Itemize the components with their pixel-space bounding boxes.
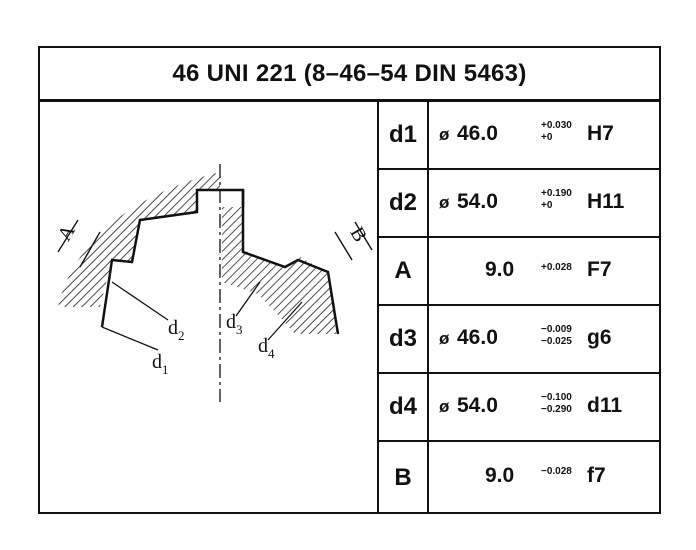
diameter-symbol: ø xyxy=(439,193,450,212)
fit-class: g6 xyxy=(587,326,612,349)
leader-d1 xyxy=(101,326,159,351)
table-row: A 9.0 +0.028 F7 xyxy=(379,238,661,306)
tolerance-upper: −0.028 xyxy=(541,466,572,477)
row-symbol: d4 xyxy=(379,374,429,440)
row-value: ø 54.0 −0.100 −0.290 d11 xyxy=(429,374,661,440)
table-row: d2 ø 54.0 +0.190 +0 H11 xyxy=(379,170,661,238)
hub-profile xyxy=(100,188,245,328)
nominal-size: 46.0 xyxy=(457,122,498,145)
tolerance-upper: +0.030 xyxy=(541,120,572,131)
spline-spec-sheet: 46 UNI 221 (8–46–54 DIN 5463) A xyxy=(38,46,661,514)
row-value: ø 46.0 +0.030 +0 H7 xyxy=(429,102,661,168)
fit-class: f7 xyxy=(587,464,606,487)
tolerance: −0.100 −0.290 xyxy=(541,392,572,416)
tolerance: +0.028 xyxy=(541,262,572,274)
tolerance-lower: −0.290 xyxy=(541,404,572,415)
tolerance: +0.030 +0 xyxy=(541,120,572,144)
nominal-size: 46.0 xyxy=(457,326,498,349)
row-value: 9.0 +0.028 F7 xyxy=(429,238,661,304)
diameter-symbol: ø xyxy=(439,329,450,348)
row-symbol: A xyxy=(379,238,429,304)
row-symbol: d2 xyxy=(379,170,429,236)
row-symbol: B xyxy=(379,442,429,514)
shaft-profile xyxy=(241,190,340,335)
nominal-size: 9.0 xyxy=(485,464,515,487)
row-value: 9.0 −0.028 f7 xyxy=(429,442,661,514)
leader-d3 xyxy=(235,281,261,317)
label-d4: d xyxy=(258,335,268,357)
tolerance-table: d1 ø 46.0 +0.030 +0 H7 d2 ø 54.0 +0.190 … xyxy=(379,102,661,514)
dim-a-line-2 xyxy=(79,231,101,268)
tolerance-lower: +0 xyxy=(541,200,553,211)
tolerance: −0.028 xyxy=(541,466,572,478)
tolerance-upper: +0.190 xyxy=(541,188,572,199)
label-d3-sub: 3 xyxy=(236,322,243,337)
label-d3: d xyxy=(226,311,236,333)
row-value: ø 54.0 +0.190 +0 H11 xyxy=(429,170,661,236)
fit-class: H11 xyxy=(587,190,625,213)
diameter-symbol: ø xyxy=(439,125,450,144)
row-symbol: d3 xyxy=(379,306,429,372)
hub-hatch xyxy=(58,172,220,307)
label-d2-sub: 2 xyxy=(178,328,185,343)
tolerance-upper: −0.100 xyxy=(541,392,572,403)
table-row: d4 ø 54.0 −0.100 −0.290 d11 xyxy=(379,374,661,442)
tolerance-lower: +0 xyxy=(541,132,553,143)
tolerance: −0.009 −0.025 xyxy=(541,324,572,348)
dim-a-line-1 xyxy=(57,219,79,253)
tolerance-lower: −0.025 xyxy=(541,336,572,347)
row-symbol: d1 xyxy=(379,102,429,168)
leader-d4 xyxy=(267,301,303,341)
fit-class: d11 xyxy=(587,394,623,417)
fit-class: F7 xyxy=(587,258,612,281)
dim-b-line-1 xyxy=(334,231,353,261)
nominal-size: 9.0 xyxy=(485,258,515,281)
tolerance-upper: −0.009 xyxy=(541,324,572,335)
label-d1: d xyxy=(152,351,162,373)
leader-d2 xyxy=(111,281,169,321)
label-d4-sub: 4 xyxy=(268,346,275,361)
row-value: ø 46.0 −0.009 −0.025 g6 xyxy=(429,306,661,372)
shaft-hatch xyxy=(222,207,336,334)
diameter-symbol: ø xyxy=(439,397,450,416)
table-row: d1 ø 46.0 +0.030 +0 H7 xyxy=(379,102,661,170)
table-row: d3 ø 46.0 −0.009 −0.025 g6 xyxy=(379,306,661,374)
spline-drawing: A B d 1 d 2 d 3 d 4 xyxy=(40,102,379,514)
fit-class: H7 xyxy=(587,122,614,145)
label-d1-sub: 1 xyxy=(162,362,169,377)
tolerance: +0.190 +0 xyxy=(541,188,572,212)
nominal-size: 54.0 xyxy=(457,190,498,213)
tolerance-upper: +0.028 xyxy=(541,262,572,273)
spec-title: 46 UNI 221 (8–46–54 DIN 5463) xyxy=(40,48,659,102)
nominal-size: 54.0 xyxy=(457,394,498,417)
spline-cross-section: A B d 1 d 2 d 3 d 4 xyxy=(53,164,373,402)
dim-b-line-2 xyxy=(354,221,373,251)
table-row: B 9.0 −0.028 f7 xyxy=(379,442,661,514)
label-d2: d xyxy=(168,317,178,339)
